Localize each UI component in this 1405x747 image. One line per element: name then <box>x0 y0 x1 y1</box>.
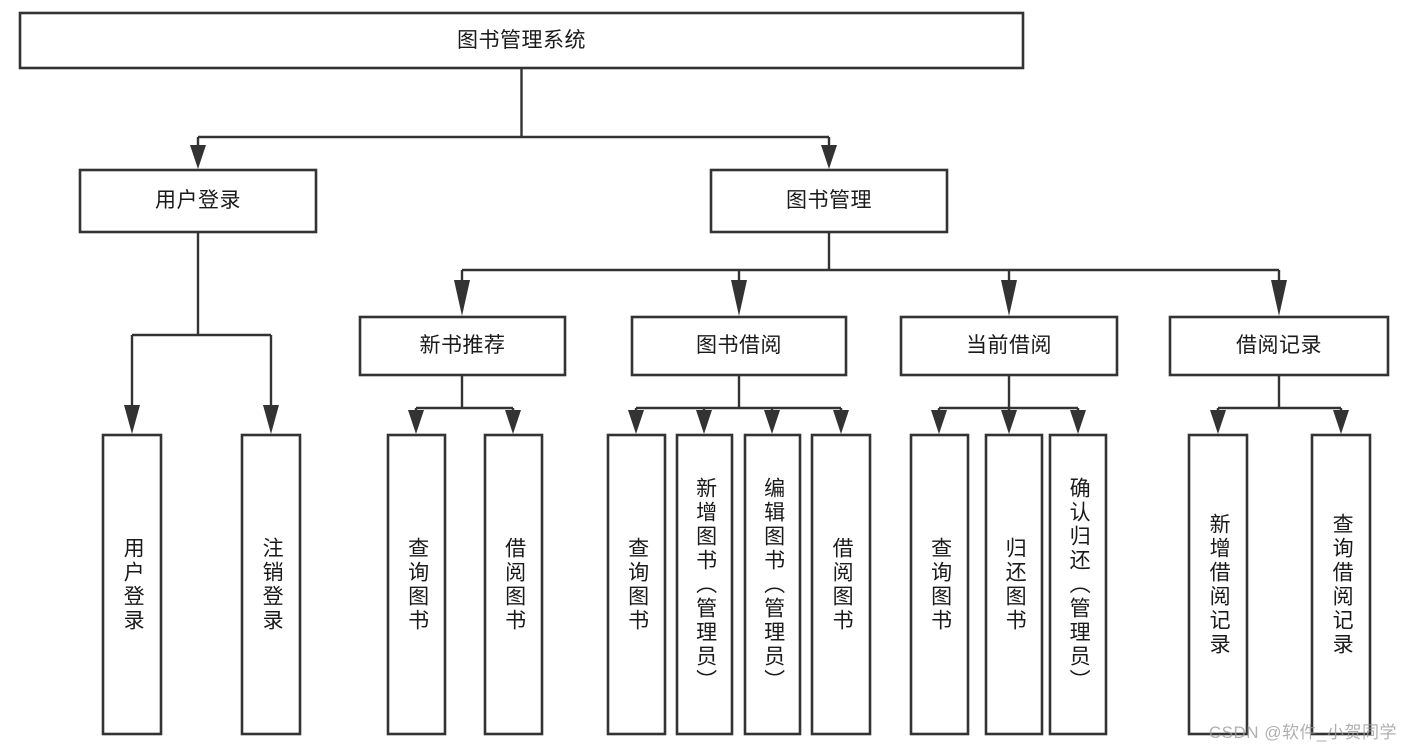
node-box-user-login[interactable] <box>78 168 318 234</box>
arrow-head-icon <box>731 280 747 316</box>
node-box-leaf-query-borrow-record[interactable] <box>1310 433 1372 736</box>
node-box-leaf-edit-book-admin[interactable] <box>743 433 802 736</box>
node-box-root[interactable] <box>18 11 1025 70</box>
arrow-head-icon <box>821 145 837 169</box>
connector-group-borrowrecord-to-leaves <box>1210 375 1349 434</box>
node-box-leaf-logout-login[interactable] <box>240 433 302 736</box>
node-box-leaf-borrow-book[interactable] <box>810 433 872 736</box>
node-box-borrow-record[interactable] <box>1168 315 1390 377</box>
node-box-new-book-recommend[interactable] <box>358 315 567 377</box>
arrow-head-icon <box>454 280 470 316</box>
arrow-head-icon <box>505 410 521 434</box>
node-box-leaf-query-book-recommend[interactable] <box>386 433 447 736</box>
node-box-book-management[interactable] <box>709 168 949 234</box>
arrow-head-icon <box>408 410 424 434</box>
node-box-leaf-borrow-book-recommend[interactable] <box>483 433 544 736</box>
connector-group-bookborrow-to-leaves <box>628 375 849 434</box>
arrow-head-icon <box>190 145 206 169</box>
arrow-head-icon <box>124 405 140 434</box>
node-box-current-borrow[interactable] <box>899 315 1119 377</box>
arrow-head-icon <box>833 410 849 434</box>
arrow-head-icon <box>764 410 780 434</box>
connector-group-bookmanagement-to-level3 <box>454 232 1287 316</box>
node-box-leaf-confirm-return-admin[interactable] <box>1048 433 1108 736</box>
node-box-book-borrow[interactable] <box>630 315 848 377</box>
node-box-leaf-query-book-current[interactable] <box>909 433 970 736</box>
connector-group-userlogin-to-leaves <box>124 232 279 434</box>
connector-group-newbook-to-leaves <box>408 375 521 434</box>
csdn-watermark: CSDN @软件_小贺同学 <box>1208 723 1397 742</box>
arrow-head-icon <box>1333 410 1349 434</box>
node-box-leaf-add-book-admin[interactable] <box>675 433 734 736</box>
arrow-head-icon <box>1001 410 1017 434</box>
connector-group-root-to-level2 <box>190 68 837 169</box>
arrow-head-icon <box>628 410 644 434</box>
node-box-leaf-user-login[interactable] <box>101 433 163 736</box>
arrow-head-icon <box>931 410 947 434</box>
arrow-head-icon <box>263 405 279 434</box>
arrow-head-icon <box>1271 280 1287 316</box>
arrow-head-icon <box>1001 280 1017 316</box>
node-box-leaf-add-borrow-record[interactable] <box>1187 433 1249 736</box>
node-box-leaf-query-book-borrow[interactable] <box>606 433 667 736</box>
connector-group-currentborrow-to-leaves <box>931 375 1086 434</box>
node-box-leaf-return-book[interactable] <box>984 433 1044 736</box>
arrow-head-icon <box>1210 410 1226 434</box>
arrow-head-icon <box>696 410 712 434</box>
arrow-head-icon <box>1070 410 1086 434</box>
